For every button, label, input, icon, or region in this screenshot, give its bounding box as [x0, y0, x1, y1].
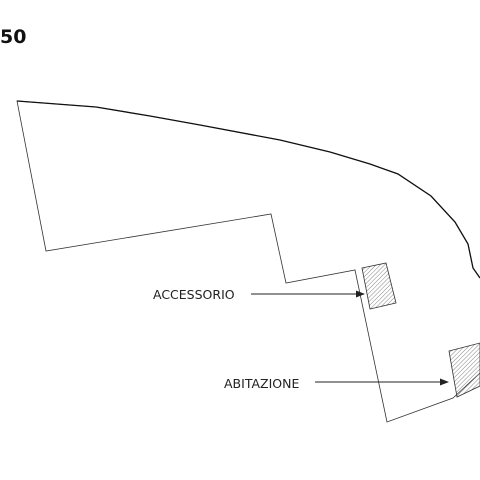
abitazione-building — [448, 342, 480, 398]
accessorio-building — [361, 262, 397, 310]
abitazione-arrowhead — [440, 378, 449, 386]
accessorio-label: ACCESSORIO — [153, 287, 235, 302]
abitazione-label: ABITAZIONE — [224, 376, 299, 391]
accessorio-arrowhead — [356, 290, 365, 298]
scale-label: 50 — [0, 26, 27, 48]
road-boundary-line — [16, 100, 480, 279]
lot-boundary-outline — [16, 100, 480, 423]
